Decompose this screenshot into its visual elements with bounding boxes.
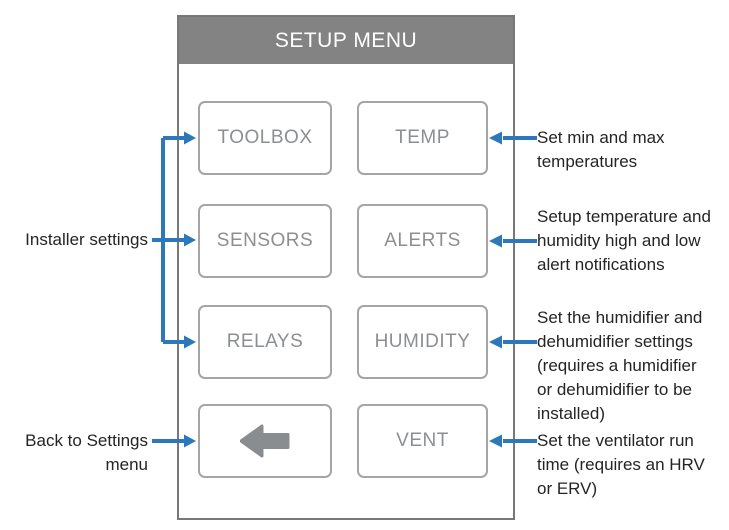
alerts-annotation: Setup temperature and humidity high and …: [537, 207, 711, 274]
panel-header: SETUP MENU: [179, 17, 513, 64]
back-arrow-icon: [240, 424, 290, 458]
sensors-button[interactable]: SENSORS: [198, 204, 332, 278]
page-title: SETUP MENU: [274, 28, 418, 52]
toolbox-button[interactable]: TOOLBOX: [198, 101, 332, 175]
back-to-settings-label: Back to Settings menu: [25, 431, 148, 474]
humidity-button[interactable]: HUMIDITY: [357, 305, 488, 379]
setup-menu-panel: SETUP MENU TOOLBOX TEMP SENSORS ALERTS R…: [177, 15, 515, 520]
vent-button[interactable]: VENT: [357, 404, 488, 478]
vent-annotation: Set the ventilator run time (requires an…: [537, 431, 705, 498]
installer-settings-label: Installer settings: [25, 230, 148, 249]
back-button[interactable]: [198, 404, 332, 478]
temp-annotation: Set min and max temperatures: [537, 128, 665, 171]
temp-button[interactable]: TEMP: [357, 101, 488, 175]
humidity-annotation: Set the humidifier and dehumidifier sett…: [537, 308, 703, 423]
alerts-button[interactable]: ALERTS: [357, 204, 488, 278]
relays-button[interactable]: RELAYS: [198, 305, 332, 379]
